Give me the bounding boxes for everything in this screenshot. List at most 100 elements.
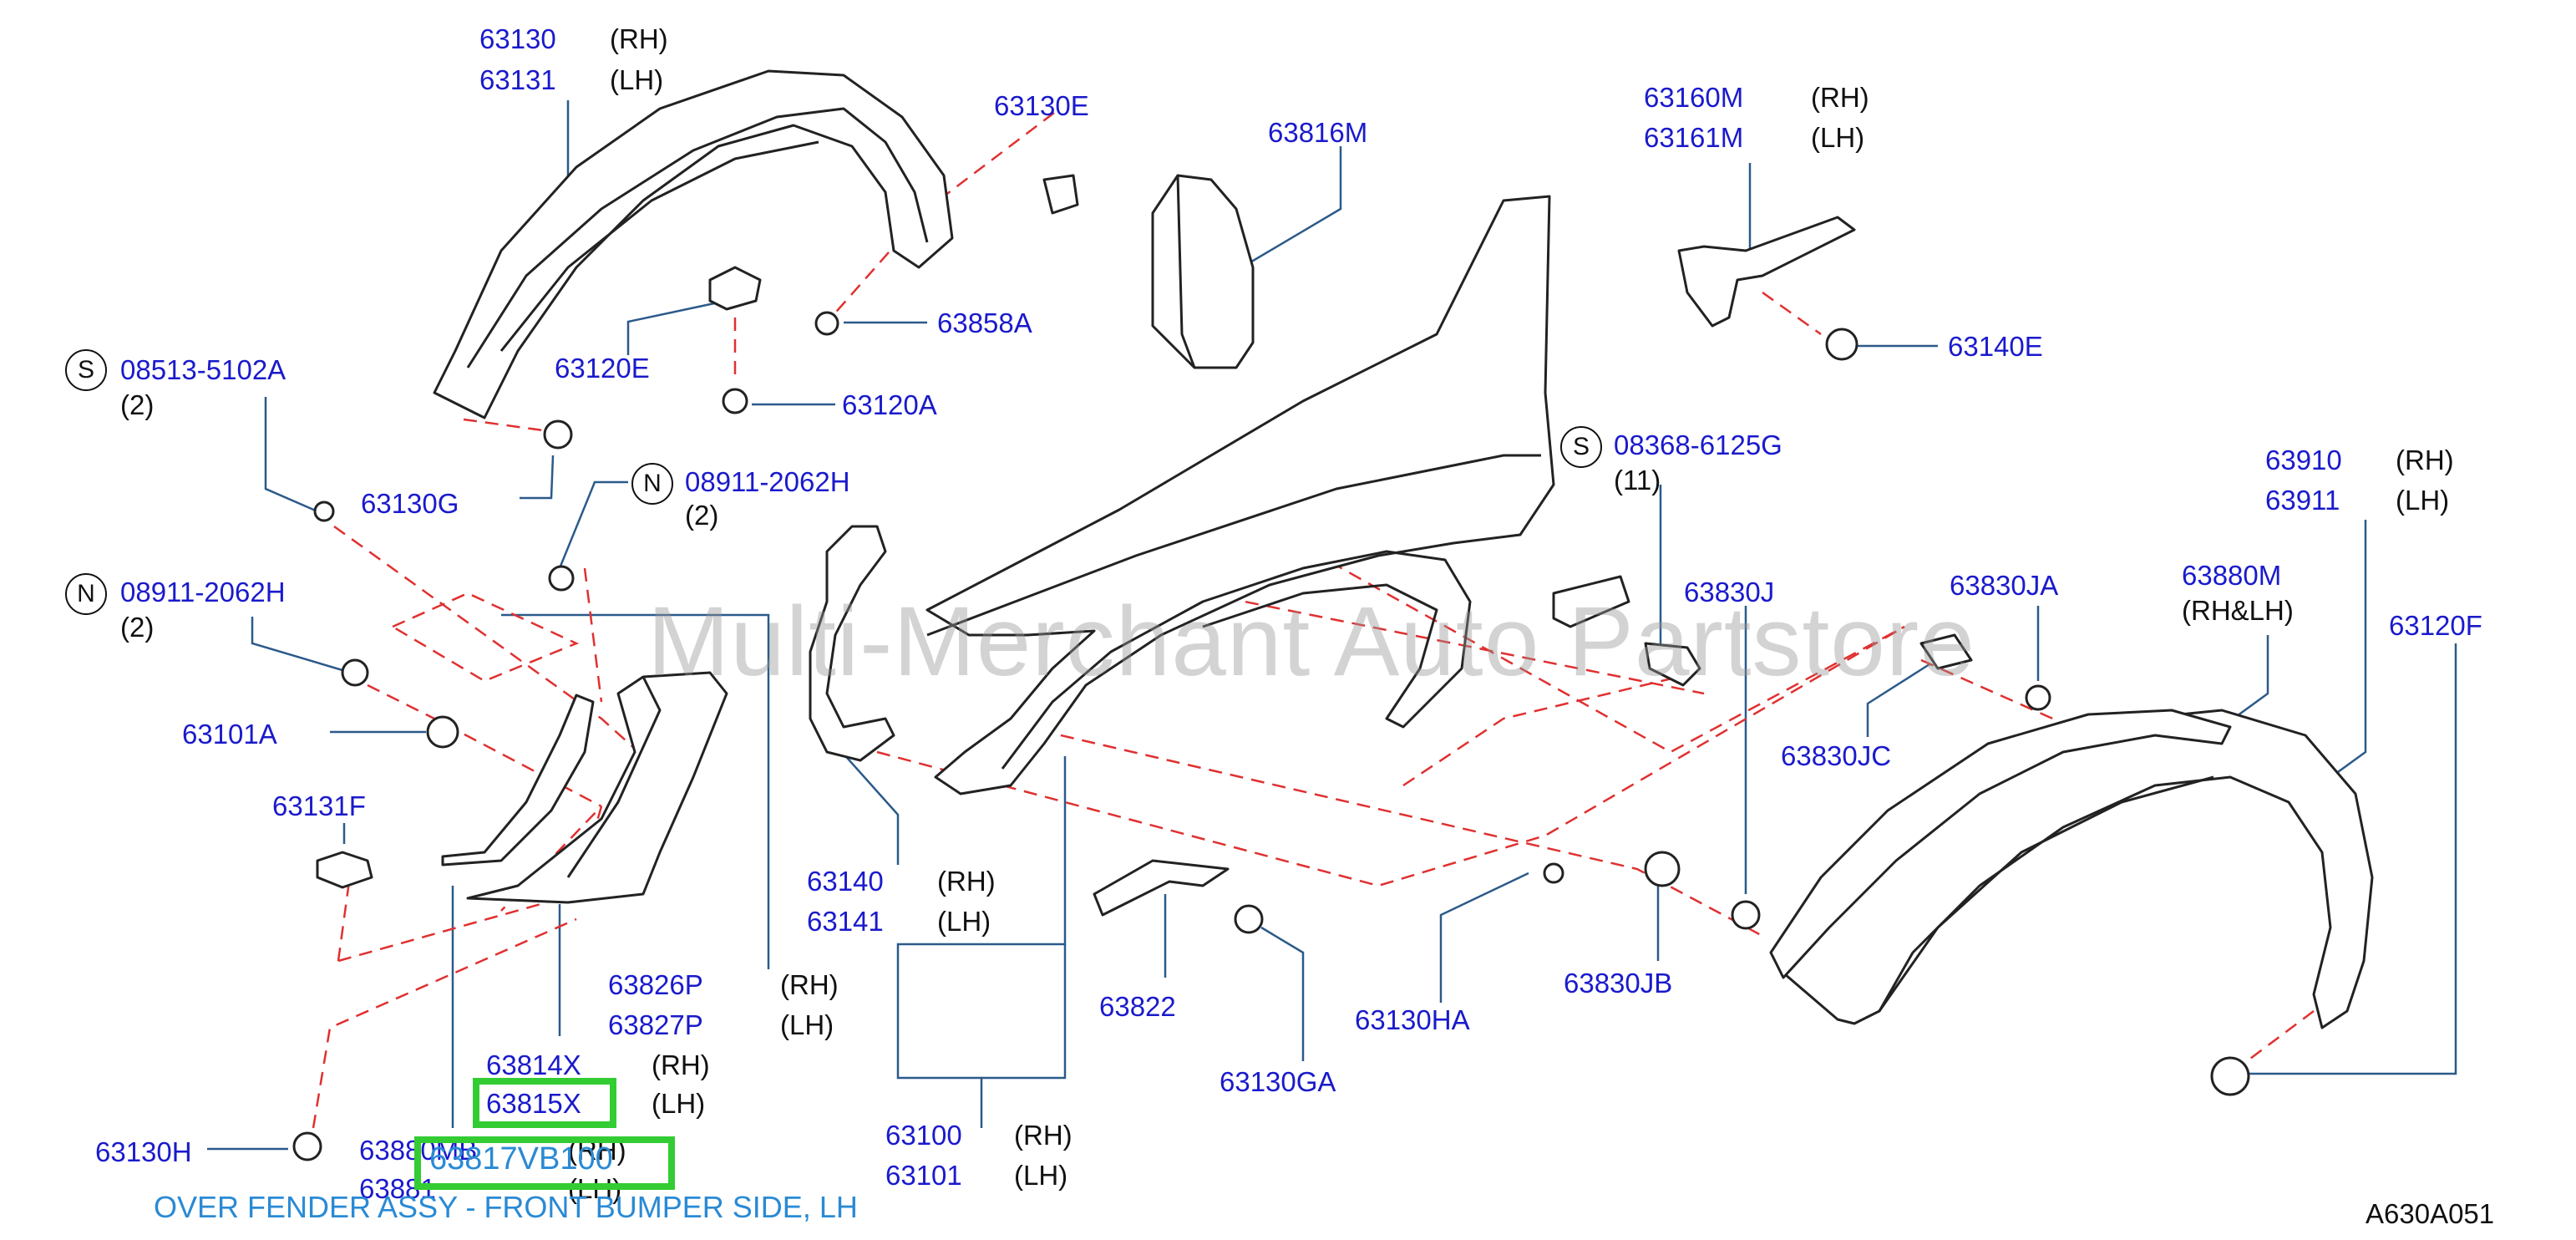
part-label-63120A: 63120A bbox=[842, 389, 937, 420]
side-label-63131: (LH) bbox=[610, 64, 664, 95]
side-piece-63826P bbox=[466, 671, 728, 904]
clip-63830JA bbox=[2025, 684, 2051, 711]
over-fender-inner-line bbox=[1878, 775, 2214, 1012]
part-63830JC bbox=[1919, 633, 1973, 670]
leader-63130HA bbox=[1439, 872, 1529, 1003]
leader-63120F bbox=[2247, 643, 2457, 1075]
part-label-63101: 63101 bbox=[885, 1160, 962, 1191]
part-label-63140: 63140 bbox=[807, 866, 884, 897]
leader-63100 bbox=[896, 756, 1067, 1128]
standard-part-circle-s-2: S bbox=[1560, 426, 1602, 468]
clip-63101A bbox=[426, 715, 459, 749]
part-label-63830JB: 63830JB bbox=[1564, 968, 1673, 999]
side-piece-63826P-edge bbox=[566, 676, 662, 878]
side-label-63160M: (RH) bbox=[1811, 82, 1869, 113]
fender-main bbox=[925, 195, 1555, 795]
dash-63120F bbox=[2246, 1010, 2315, 1062]
side-label-63130: (RH) bbox=[610, 23, 668, 54]
bolt-63120A bbox=[722, 388, 748, 414]
nut-n1 bbox=[548, 565, 575, 592]
over-fender-moulding bbox=[1769, 709, 2232, 979]
dash-clip-fender-top bbox=[463, 418, 544, 432]
side-label-63826P: (RH) bbox=[780, 969, 839, 1000]
nut-n2 bbox=[341, 658, 369, 687]
dash-center-4 bbox=[1402, 675, 1680, 787]
part-label-08368-6125G: 08368-6125G bbox=[1614, 429, 1782, 460]
dash-left-grid-3 bbox=[583, 567, 603, 703]
part-label-63130G: 63130G bbox=[361, 488, 459, 519]
fender-liner-rib bbox=[499, 140, 819, 352]
side-label-63880M: (RH&LH) bbox=[2182, 595, 2294, 626]
part-label-08513-5102A: 08513-5102A bbox=[120, 354, 287, 385]
fender-crease bbox=[926, 454, 1541, 637]
part-label-63858A: 63858A bbox=[937, 307, 1032, 338]
part-63120E-clip bbox=[708, 266, 762, 311]
fender-rear-bracket bbox=[1552, 575, 1630, 628]
part-63130E-clip bbox=[1042, 174, 1079, 215]
part-label-63130: 63130 bbox=[479, 23, 556, 54]
part-label-63160M: 63160M bbox=[1644, 82, 1744, 113]
dash-center bbox=[876, 625, 1905, 887]
leader-n1 bbox=[558, 480, 628, 569]
side-label-63140: (RH) bbox=[937, 866, 996, 897]
side-label-63814X: (RH) bbox=[652, 1049, 710, 1080]
part-label-63817VB100[interactable]: 63817VB100 bbox=[429, 1141, 613, 1176]
part-label-63814X: 63814X bbox=[486, 1049, 581, 1080]
qty-label-08911-2062H-1: (2) bbox=[685, 500, 719, 531]
part-label-63101A: 63101A bbox=[182, 719, 277, 750]
leader-63830JC bbox=[1866, 663, 1930, 737]
part-label-63815X[interactable]: 63815X bbox=[486, 1088, 581, 1119]
dash-center-3 bbox=[1311, 550, 1905, 754]
part-label-63830JC: 63830JC bbox=[1781, 740, 1892, 771]
part-label-63130GA: 63130GA bbox=[1220, 1066, 1336, 1097]
clip-63130G bbox=[543, 419, 573, 450]
part-63830J bbox=[1644, 642, 1701, 687]
part-label-63131F: 63131F bbox=[272, 790, 366, 821]
clip-63140E bbox=[1825, 328, 1858, 361]
part-label-63911: 63911 bbox=[2265, 485, 2340, 516]
part-label-63826P: 63826P bbox=[608, 969, 703, 1000]
diagram-caption: OVER FENDER ASSY - FRONT BUMPER SIDE, LH bbox=[154, 1190, 858, 1224]
highlight-box-63817VB100 bbox=[414, 1136, 675, 1190]
part-label-63141: 63141 bbox=[807, 906, 884, 937]
part-label-63130E: 63130E bbox=[994, 90, 1089, 121]
dash-center-5 bbox=[1202, 592, 1705, 695]
screw-63858A bbox=[814, 311, 839, 336]
part-label-63822: 63822 bbox=[1099, 991, 1176, 1022]
leader-n2 bbox=[251, 617, 352, 674]
dash-left-grid bbox=[333, 525, 644, 757]
panel-63816M-edge bbox=[1176, 175, 1196, 368]
leader-63120E bbox=[626, 301, 719, 355]
qty-label-08513-5102A: (2) bbox=[120, 389, 155, 420]
diagram-code: A630A051 bbox=[2366, 1198, 2495, 1229]
qty-label-08911-2062H-2: (2) bbox=[120, 612, 155, 643]
side-label-63141: (LH) bbox=[937, 906, 991, 937]
part-label-63131: 63131 bbox=[479, 64, 556, 95]
side-label-63911: (LH) bbox=[2396, 485, 2450, 516]
leader-63140 bbox=[826, 734, 900, 865]
clip-63130GA bbox=[1234, 904, 1264, 934]
part-63822 bbox=[1093, 859, 1230, 917]
qty-label-08368-6125G: (11) bbox=[1614, 465, 1661, 495]
bracket-63140 bbox=[809, 525, 895, 762]
screw-63130HA bbox=[1543, 862, 1564, 884]
side-label-63100: (RH) bbox=[1014, 1120, 1072, 1151]
standard-part-circle-n-2: N bbox=[65, 573, 107, 615]
side-label-63161M: (LH) bbox=[1811, 122, 1865, 153]
leader-63130GA bbox=[1260, 926, 1305, 1061]
part-label-63880M: 63880M bbox=[2182, 560, 2282, 591]
side-label-63827P: (LH) bbox=[780, 1009, 834, 1040]
panel-63816M bbox=[1151, 174, 1255, 369]
fender-arch-inner bbox=[1001, 550, 1472, 770]
dash-63140E bbox=[1762, 291, 1822, 336]
dash-left-grid-2 bbox=[392, 592, 580, 683]
part-label-63830JA: 63830JA bbox=[1950, 570, 2059, 601]
leader-63910 bbox=[2313, 520, 2367, 791]
watermark: Multi-Merchant Auto Partstore bbox=[647, 587, 1975, 697]
leader-s1 bbox=[264, 397, 318, 513]
standard-part-circle-n-1: N bbox=[631, 463, 673, 505]
part-outlines bbox=[292, 69, 2374, 1161]
part-label-63140E: 63140E bbox=[1948, 331, 2043, 362]
clip-63830JB bbox=[1644, 851, 1681, 887]
